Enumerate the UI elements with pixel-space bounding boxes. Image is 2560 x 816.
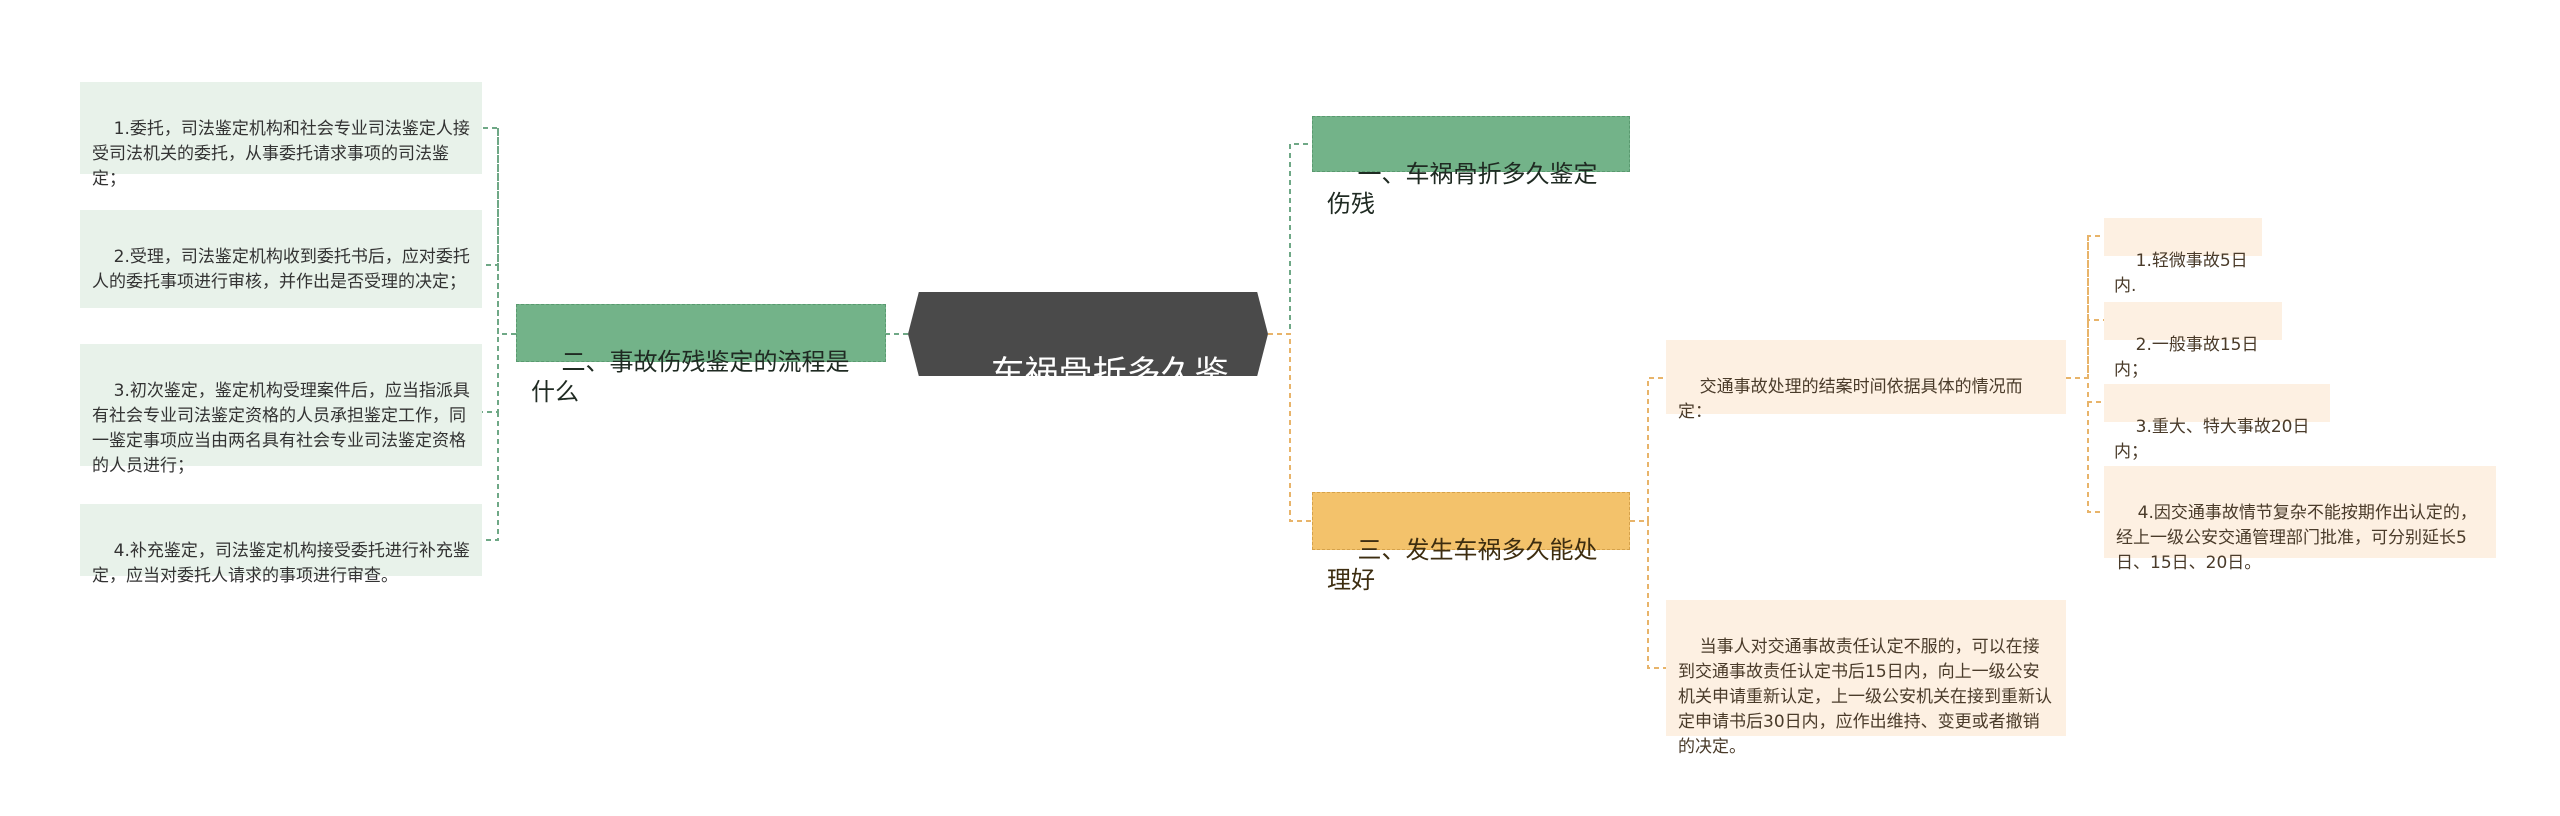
handling-item-text: 4.因交通事故情节复杂不能按期作出认定的，经上一级公安交通管理部门批准，可分别延…	[2116, 503, 2477, 573]
branch-2-node[interactable]: 二、事故伤残鉴定的流程是什么	[516, 304, 886, 406]
handling-item-2[interactable]: 2.一般事故15日内；	[2104, 302, 2282, 380]
branch-1-node[interactable]: 一、车祸骨折多久鉴定伤残	[1312, 116, 1630, 218]
process-step-text: 3.初次鉴定，鉴定机构受理案件后，应当指派具有社会专业司法鉴定资格的人员承担鉴定…	[92, 381, 470, 476]
branch-1-label: 一、车祸骨折多久鉴定伤残	[1327, 160, 1598, 218]
branch-2-label: 二、事故伤残鉴定的流程是什么	[531, 348, 850, 406]
link-b3-children	[1630, 377, 1666, 669]
handling-item-3[interactable]: 3.重大、特大事故20日内；	[2104, 384, 2330, 462]
handling-item-4[interactable]: 4.因交通事故情节复杂不能按期作出认定的，经上一级公安交通管理部门批准，可分别延…	[2104, 466, 2496, 573]
process-step-3[interactable]: 3.初次鉴定，鉴定机构受理案件后，应当指派具有社会专业司法鉴定资格的人员承担鉴定…	[80, 344, 482, 476]
process-step-1[interactable]: 1.委托，司法鉴定机构和社会专业司法鉴定人接受司法机关的委托，从事委托请求事项的…	[80, 82, 482, 189]
handling-appeal-text: 当事人对交通事故责任认定不服的，可以在接到交通事故责任认定书后15日内，向上一级…	[1678, 637, 2052, 757]
link-b2-steps	[482, 127, 516, 541]
process-step-2[interactable]: 2.受理，司法鉴定机构收到委托书后，应对委托人的委托事项进行审核，并作出是否受理…	[80, 210, 482, 308]
handling-item-text: 1.轻微事故5日内.	[2114, 251, 2248, 296]
root-node[interactable]: 车祸骨折多久鉴定伤残	[908, 292, 1268, 376]
handling-intro[interactable]: 交通事故处理的结案时间依据具体的情况而定：	[1666, 340, 2066, 422]
handling-item-1[interactable]: 1.轻微事故5日内.	[2104, 218, 2262, 296]
link-root-b1	[1268, 143, 1312, 335]
process-step-4[interactable]: 4.补充鉴定，司法鉴定机构接受委托进行补充鉴定，应当对委托人请求的事项进行审查。	[80, 504, 482, 586]
process-step-text: 1.委托，司法鉴定机构和社会专业司法鉴定人接受司法机关的委托，从事委托请求事项的…	[92, 119, 470, 189]
process-step-text: 2.受理，司法鉴定机构收到委托书后，应对委托人的委托事项进行审核，并作出是否受理…	[92, 247, 470, 292]
handling-item-text: 3.重大、特大事故20日内；	[2114, 417, 2310, 462]
link-root-b3	[1268, 333, 1312, 522]
branch-3-label: 三、发生车祸多久能处理好	[1327, 536, 1598, 594]
link-intro-items	[2066, 235, 2104, 513]
handling-item-text: 2.一般事故15日内；	[2114, 335, 2259, 380]
handling-appeal[interactable]: 当事人对交通事故责任认定不服的，可以在接到交通事故责任认定书后15日内，向上一级…	[1666, 600, 2066, 757]
process-step-text: 4.补充鉴定，司法鉴定机构接受委托进行补充鉴定，应当对委托人请求的事项进行审查。	[92, 541, 470, 586]
branch-3-node[interactable]: 三、发生车祸多久能处理好	[1312, 492, 1630, 594]
handling-intro-text: 交通事故处理的结案时间依据具体的情况而定：	[1678, 377, 2023, 422]
root-title: 车祸骨折多久鉴定伤残	[990, 354, 1229, 434]
